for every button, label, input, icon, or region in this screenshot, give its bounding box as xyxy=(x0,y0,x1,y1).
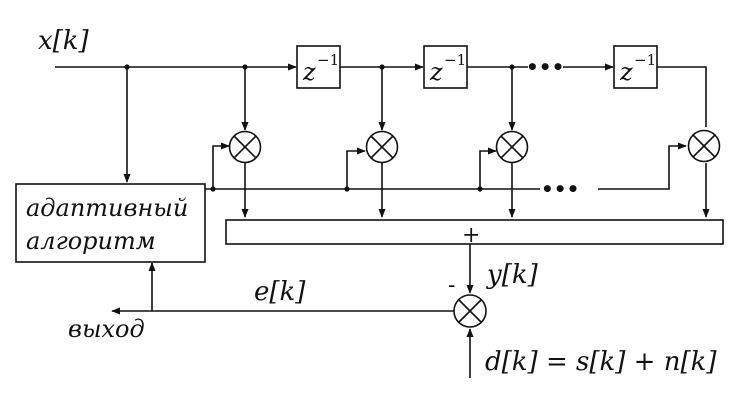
multiplier-3 xyxy=(687,129,721,163)
adaptive-algorithm-line1: адаптивный xyxy=(26,194,188,222)
multiplier-0 xyxy=(228,130,262,164)
minus-sign: - xyxy=(448,273,455,298)
delay-box-1 xyxy=(296,45,341,89)
delay-box-3 xyxy=(613,45,658,89)
delay-base: z xyxy=(302,58,316,86)
ellipsis-top: ••• xyxy=(526,55,564,79)
delay-base: z xyxy=(429,58,443,86)
delay-exp: −1 xyxy=(634,51,656,69)
exit-label: выход xyxy=(68,315,145,343)
input-label: x[k] xyxy=(38,26,90,56)
error-node xyxy=(453,294,487,328)
delay-exp: −1 xyxy=(317,51,339,69)
delay-box-2 xyxy=(423,45,468,89)
weight-line-1 xyxy=(346,147,366,189)
delay-label-1: z −1 xyxy=(302,51,339,86)
adaptive-algorithm-line2: алгоритм xyxy=(26,227,156,255)
junction-dot xyxy=(242,64,248,70)
junction-dot xyxy=(210,186,216,192)
adaptive-algorithm-box xyxy=(15,183,206,263)
delay-exp: −1 xyxy=(444,51,466,69)
junction-dot xyxy=(344,186,350,192)
sum-sign: + xyxy=(462,223,480,248)
junction-dot xyxy=(509,64,515,70)
weight-line-0 xyxy=(212,142,230,189)
ellipsis-bottom: ••• xyxy=(541,177,579,201)
junction-dot xyxy=(477,186,483,192)
output-label: y[k] xyxy=(486,260,539,290)
delay-label-2: z −1 xyxy=(429,51,466,86)
junction-dot xyxy=(124,64,130,70)
summation-bar xyxy=(225,219,724,245)
delay-label-3: z −1 xyxy=(619,51,656,86)
error-label: e[k] xyxy=(254,277,306,307)
junction-dots xyxy=(124,64,515,192)
weight-bus-end xyxy=(598,142,687,190)
multiplier-1 xyxy=(365,130,399,164)
multiplier-2 xyxy=(495,130,529,164)
weight-line-2 xyxy=(479,147,497,189)
delay-base: z xyxy=(619,58,633,86)
junction-dot xyxy=(379,64,385,70)
chain-line-last xyxy=(657,66,707,127)
desired-label: d[k] = s[k] + n[k] xyxy=(485,347,717,377)
